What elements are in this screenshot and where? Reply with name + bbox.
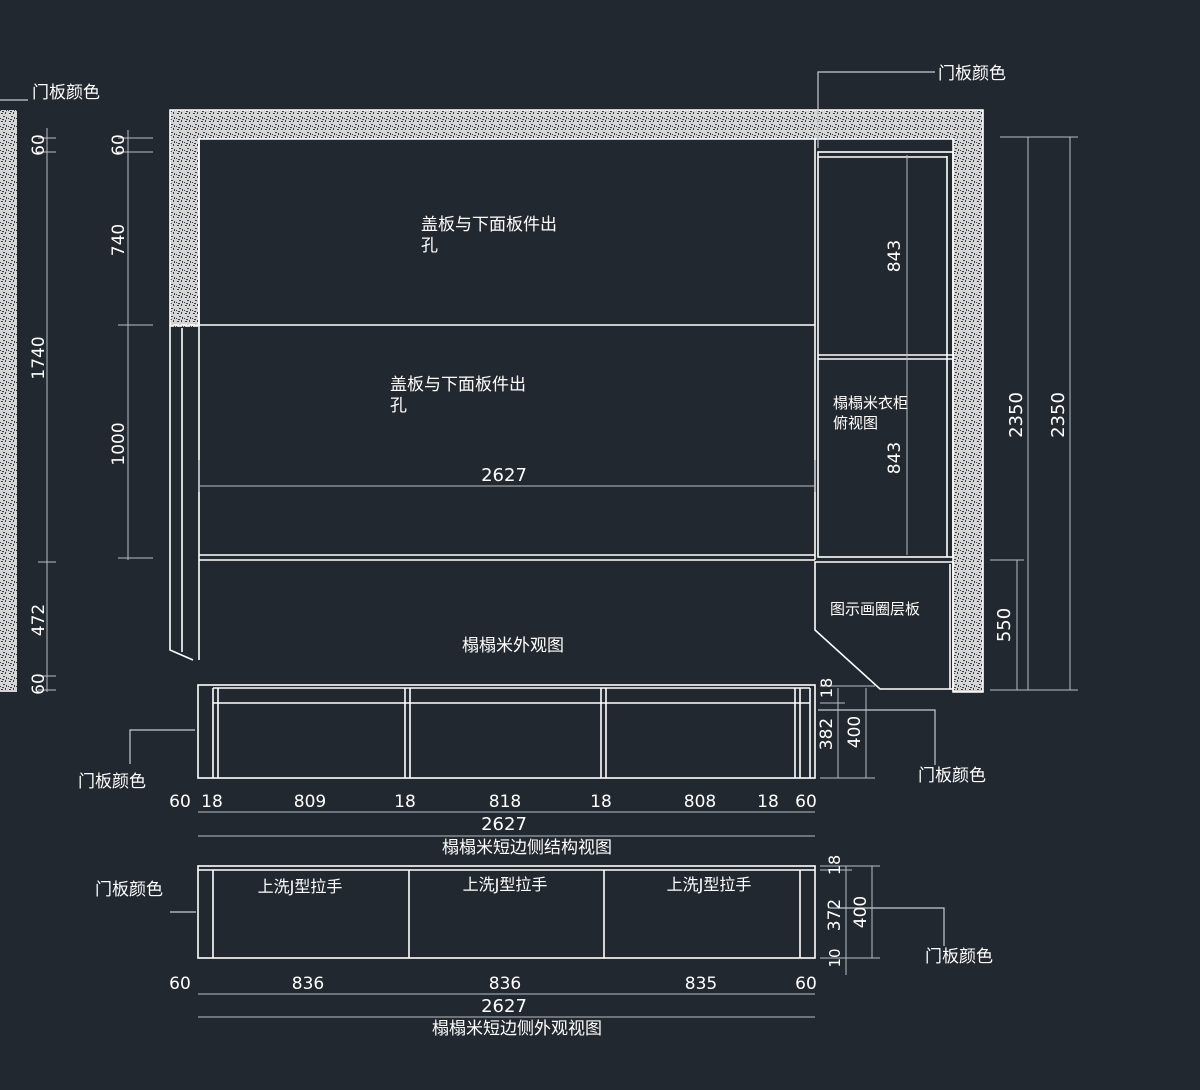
ext-total: 2627 xyxy=(481,996,527,1017)
struct-w-0: 60 xyxy=(169,792,191,812)
left-section-view: 门板颜色 60 1740 472 60 xyxy=(0,83,100,695)
tatami-exterior-title: 榻榻米外观图 xyxy=(462,636,564,656)
ext-w-3: 835 xyxy=(685,974,717,994)
left-dim-60-top: 60 xyxy=(29,134,49,156)
struct-w-3: 18 xyxy=(394,792,416,812)
struct-w-1: 18 xyxy=(201,792,223,812)
ext-h-372: 372 xyxy=(825,899,845,931)
struct-w-8: 60 xyxy=(795,792,817,812)
handle-label-3: 上洗J型拉手 xyxy=(667,875,752,894)
structure-right-door-color-label: 门板颜色 xyxy=(918,766,986,786)
plan-left-panel xyxy=(169,325,194,661)
left-dim-ticks xyxy=(38,137,56,691)
struct-h-400: 400 xyxy=(845,716,865,748)
wardrobe-top-label-2: 俯视图 xyxy=(833,414,878,432)
ext-h-10: 10 xyxy=(826,948,844,967)
right-dim-ticks xyxy=(990,136,1078,691)
struct-h-18: 18 xyxy=(817,678,836,698)
cover-hole-label-1b: 孔 xyxy=(421,236,438,256)
structure-outline xyxy=(197,684,816,779)
lower-corner-cabinet xyxy=(814,561,954,690)
structure-view-title: 榻榻米短边侧结构视图 xyxy=(442,838,612,858)
handle-label-1: 上洗J型拉手 xyxy=(258,877,343,896)
top-right-door-color-label: 门板颜色 xyxy=(938,64,1006,84)
plan-dim-60: 60 xyxy=(109,134,129,156)
ext-w-4: 60 xyxy=(795,974,817,994)
struct-w-7: 18 xyxy=(757,792,779,812)
exterior-view: 上洗J型拉手 上洗J型拉手 上洗J型拉手 门板颜色 门板颜色 60 836 83… xyxy=(95,855,993,1039)
structure-view: 门板颜色 门板颜色 60 18 809 18 818 18 808 18 60 … xyxy=(78,678,986,858)
handle-label-2: 上洗J型拉手 xyxy=(463,875,548,894)
struct-total: 2627 xyxy=(481,814,527,835)
tatami-plan-view: 60 740 1000 2627 843 843 2350 2350 550 门… xyxy=(109,64,1078,693)
plan-left-dim-ticks xyxy=(118,137,153,559)
plan-dim-740: 740 xyxy=(109,224,129,256)
struct-h-382: 382 xyxy=(817,718,837,750)
right-dim-2350-a: 2350 xyxy=(1006,392,1027,438)
left-dim-60-bottom: 60 xyxy=(29,673,49,695)
plan-dim-1000: 1000 xyxy=(109,422,129,465)
ext-w-1: 836 xyxy=(292,974,324,994)
wardrobe-dim-843-bottom: 843 xyxy=(885,442,905,474)
ext-h-18: 18 xyxy=(825,855,844,875)
left-dim-472: 472 xyxy=(29,604,49,636)
wall-outline xyxy=(169,109,984,693)
structure-right-door-leader xyxy=(818,709,936,765)
right-dim-2350-b: 2350 xyxy=(1048,392,1069,438)
wardrobe-dim-843-top: 843 xyxy=(885,240,905,272)
left-wall-hatch xyxy=(0,110,17,692)
exterior-right-door-leader xyxy=(830,907,945,946)
ext-w-2: 836 xyxy=(489,974,521,994)
top-right-door-leader xyxy=(817,71,935,148)
struct-w-4: 818 xyxy=(489,792,521,812)
exterior-outline xyxy=(197,865,816,959)
exterior-view-title: 榻榻米短边侧外观视图 xyxy=(432,1019,602,1039)
ext-w-0: 60 xyxy=(169,974,191,994)
struct-w-2: 809 xyxy=(294,792,326,812)
exterior-door-color-label: 门板颜色 xyxy=(95,880,163,900)
plan-width-dim: 2627 xyxy=(481,465,527,486)
cover-hole-label-2: 盖板与下面板件出 xyxy=(390,375,526,395)
wardrobe-top-label: 榻榻米衣柜 xyxy=(833,394,908,412)
cover-hole-label-2b: 孔 xyxy=(390,396,407,416)
struct-w-5: 18 xyxy=(590,792,612,812)
ext-h-400: 400 xyxy=(851,896,871,928)
exterior-right-door-color-label: 门板颜色 xyxy=(925,947,993,967)
structure-door-color-label: 门板颜色 xyxy=(78,772,146,792)
left-door-color-label: 门板颜色 xyxy=(32,83,100,103)
structure-door-leader xyxy=(129,729,195,764)
struct-w-6: 808 xyxy=(684,792,716,812)
layer-board-label: 图示画圈层板 xyxy=(830,600,920,618)
cover-hole-label-1: 盖板与下面板件出 xyxy=(421,215,557,235)
left-dim-1740: 1740 xyxy=(29,336,49,379)
right-dim-550: 550 xyxy=(994,608,1015,642)
